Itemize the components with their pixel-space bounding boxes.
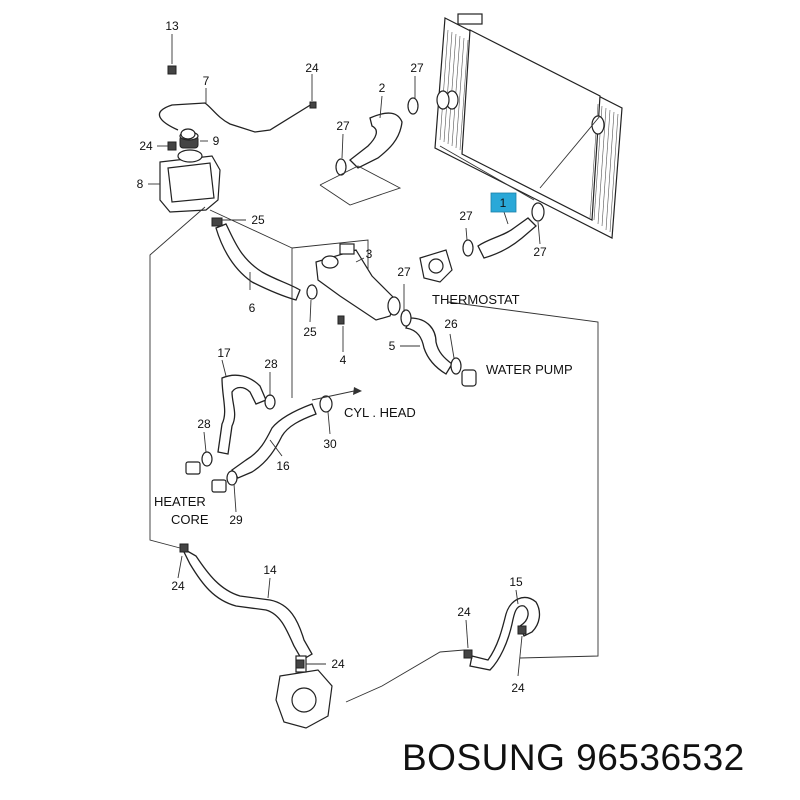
callout-25: 25 [251,213,265,227]
callout-9: 9 [213,134,220,148]
heater-core-pipes [185,461,227,493]
callout-3: 3 [366,247,373,261]
radiator [434,13,623,239]
callout-27: 27 [336,119,350,133]
water-pump-stub [461,369,477,387]
callout-7: 7 [203,74,210,88]
coolant-reservoir [159,131,221,213]
callout-1: 1 [500,196,507,210]
heater-core-label-line1: HEATER [154,494,206,509]
thermostat-housing [419,249,453,283]
callout-25: 25 [303,325,317,339]
callout-24: 24 [171,579,185,593]
water-outlet-pipe [315,243,401,321]
callout-26: 26 [444,317,458,331]
lower-bypass-hose [180,546,313,661]
upper-radiator-hose [349,112,403,169]
callout-24: 24 [139,139,153,153]
water-pump-hose [405,317,453,375]
reference-lines [149,115,601,703]
cyl-head-label: CYL . HEAD [344,405,416,420]
heater-inlet-hose [217,374,267,455]
callout-28: 28 [197,417,211,431]
part-1-highlight [490,192,517,213]
callout-6: 6 [249,301,256,315]
overflow-hose [158,102,313,133]
callout-14: 14 [263,563,277,577]
callout-29: 29 [229,513,243,527]
callout-16: 16 [276,459,290,473]
callout-15: 15 [509,575,523,589]
leader-lines [148,34,541,677]
callout-8: 8 [137,177,144,191]
radiator-drain-hose [469,597,541,671]
callout-2: 2 [379,81,386,95]
component-labels: THERMOSTAT WATER PUMP CYL . HEAD HEATER … [154,292,573,527]
heater-outlet-hose [231,403,317,479]
callout-24: 24 [305,61,319,75]
callout-28: 28 [264,357,278,371]
callout-30: 30 [323,437,337,451]
radiator-outlet-hose [477,217,537,259]
clamps [167,65,545,669]
callout-27: 27 [533,245,547,259]
callout-24: 24 [331,657,345,671]
callout-17: 17 [217,346,231,360]
callout-24: 24 [511,681,525,695]
callout-5: 5 [389,339,396,353]
callout-27: 27 [410,61,424,75]
callout-numbers: 13 7 24 2 27 27 24 9 8 25 3 6 25 4 27 27… [137,19,547,695]
callout-13: 13 [165,19,179,33]
callout-24: 24 [457,605,471,619]
reservoir-outlet-hose [215,223,301,301]
thermostat-label: THERMOSTAT [432,292,520,307]
brand-part-number: BOSUNG 96536532 [402,737,745,778]
water-pump-label: WATER PUMP [486,362,573,377]
callout-4: 4 [340,353,347,367]
callout-27: 27 [459,209,473,223]
callout-27: 27 [397,265,411,279]
heater-core-label-line2: CORE [171,512,209,527]
